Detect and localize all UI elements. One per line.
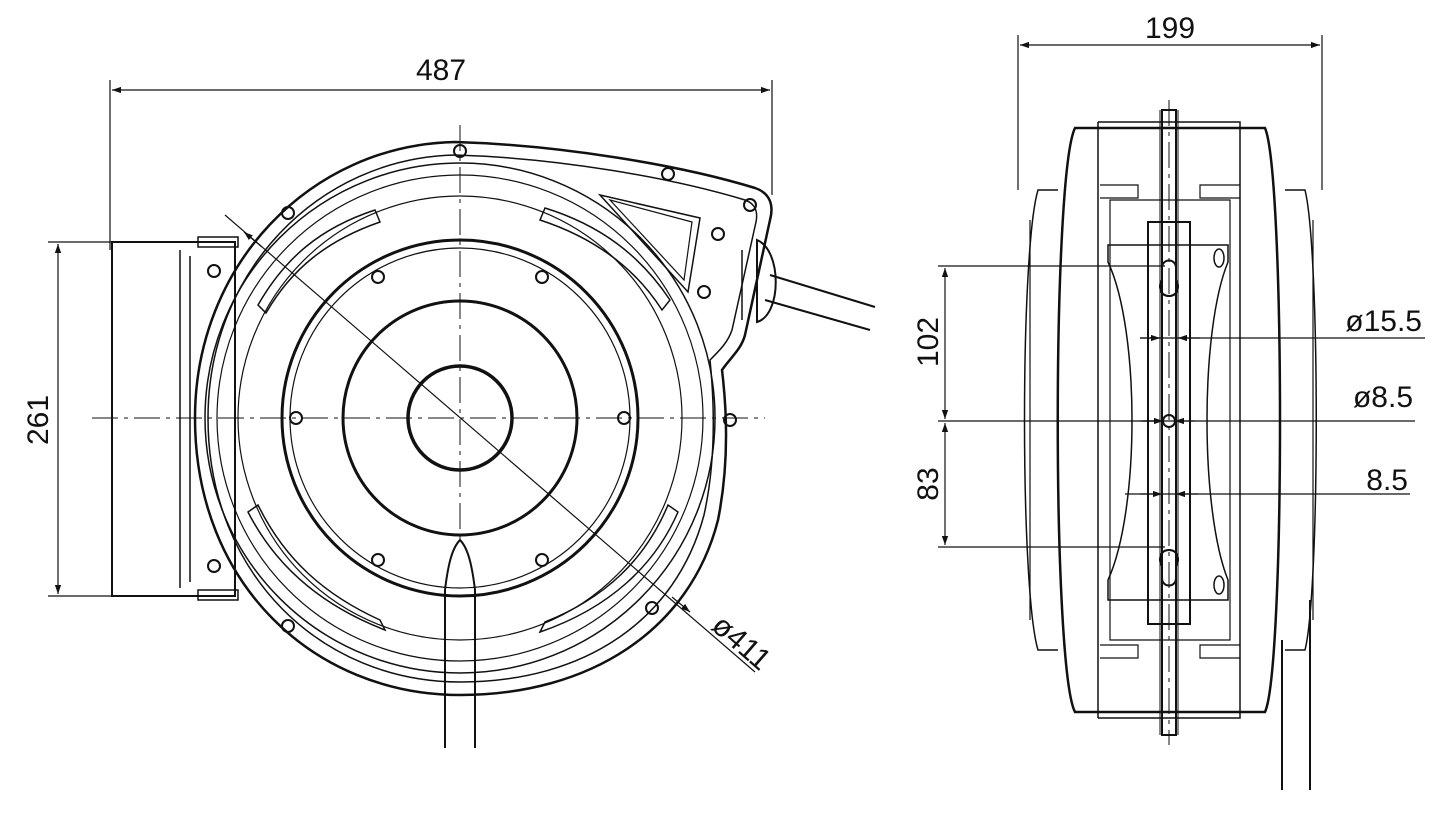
hole-large-label: ø15.5 — [1345, 305, 1422, 338]
dimension-holes-side: ø15.5 ø8.5 8.5 — [1125, 305, 1425, 498]
drum-screw-icon — [535, 270, 549, 284]
front-width-label: 487 — [416, 54, 466, 87]
screw-icon — [661, 167, 675, 181]
screw-icon — [697, 285, 711, 299]
bracket-screw-icon — [207, 559, 221, 573]
side-width-label: 199 — [1145, 12, 1195, 45]
dimension-height-front: 261 — [22, 241, 112, 597]
keyhole-bottom-icon — [1159, 548, 1179, 587]
keyhole-top-icon — [1159, 259, 1179, 298]
hose-outlet — [444, 274, 876, 748]
screw-icon — [743, 198, 757, 212]
dimension-width-side: 199 — [1017, 12, 1323, 190]
screw-icon — [645, 601, 659, 615]
front-height-label: 261 — [22, 395, 55, 445]
screw-icon — [723, 413, 737, 427]
dimension-width-front: 487 — [109, 54, 773, 250]
front-centerlines — [92, 125, 765, 540]
side-view: 199 — [912, 12, 1425, 790]
front-view: 487 261 — [22, 54, 876, 748]
bracket-screw-icon — [207, 264, 221, 278]
drum-screw-icon — [535, 553, 549, 567]
screw-icon — [281, 619, 295, 633]
screw-icon — [711, 227, 725, 241]
side-housing — [1023, 121, 1317, 719]
wall-bracket — [111, 236, 239, 601]
spacing-top-label: 102 — [912, 317, 945, 367]
drum-screw-icon — [371, 270, 385, 284]
spacing-bottom-label: 83 — [912, 467, 945, 500]
front-diameter-label: ø411 — [705, 609, 777, 677]
housing-screws — [281, 144, 757, 633]
hole-small-label: ø8.5 — [1353, 381, 1413, 414]
slot-width-label: 8.5 — [1366, 464, 1408, 497]
screw-icon — [281, 206, 295, 220]
drum-screw-icon — [371, 553, 385, 567]
housing-ribs — [247, 193, 701, 634]
dimension-spacing-side: 102 83 — [912, 265, 1165, 548]
